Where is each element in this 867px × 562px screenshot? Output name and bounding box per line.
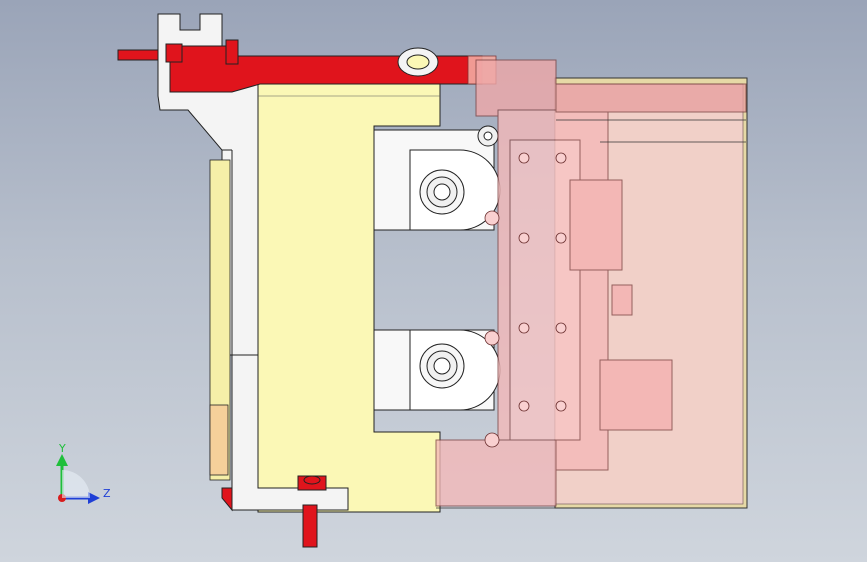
coordinate-triad-icon: Y Z [56,442,111,504]
yellow-main-plate [257,83,441,513]
pink-transparent-housing [435,59,747,507]
triad-z-label: Z [103,487,111,500]
white-lower-bracket [221,354,349,512]
upper-clamp [373,125,501,231]
reference-lines [436,119,746,509]
housing-bolts [484,152,567,448]
triad-y-label: Y [58,442,66,455]
red-bottom-pin [297,475,327,548]
red-top-bar [117,39,497,93]
lower-clamp [373,329,501,411]
